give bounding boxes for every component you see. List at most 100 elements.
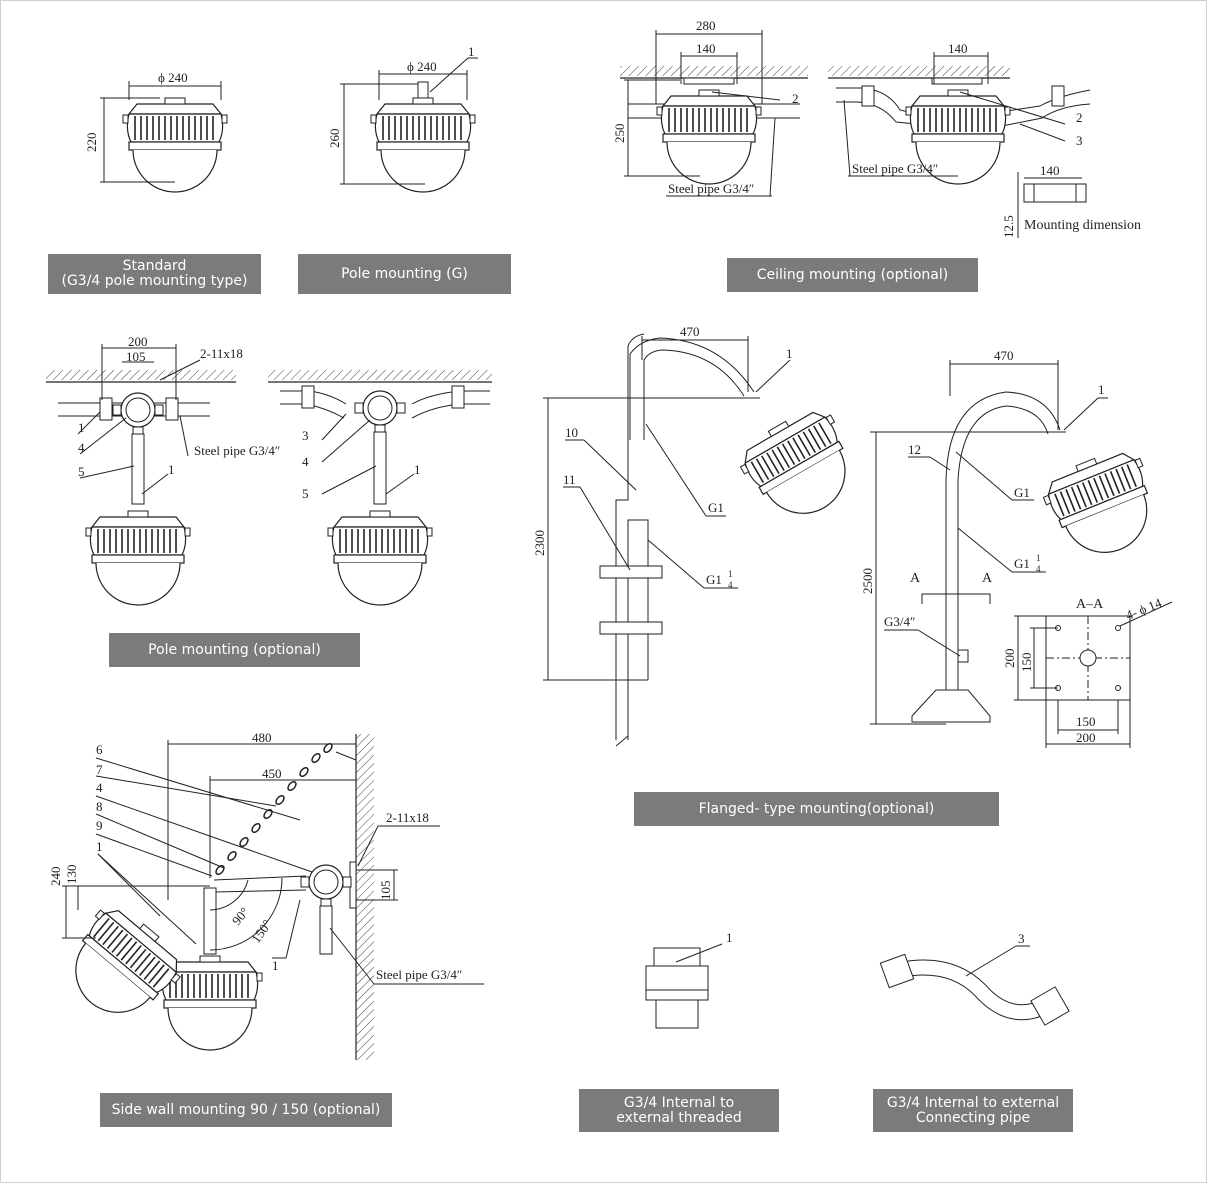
callout-3-ceiling-2: 3 (1076, 133, 1083, 148)
callout-1-pole-g: 1 (468, 44, 475, 59)
caption-pole-g-text: Pole mounting (G) (341, 265, 468, 282)
steel-pipe-ceiling-2: Steel pipe G3/4″ (852, 161, 938, 176)
caption-pole-optional-text: Pole mounting (optional) (148, 641, 321, 658)
dim-105-sidewall: 105 (378, 881, 393, 901)
dim-phi240-standard: ϕ 240 (158, 70, 188, 85)
g1-flanged-2: G1 (1014, 485, 1030, 500)
dim-140-mount: 140 (1040, 163, 1060, 178)
callout-10: 10 (565, 425, 578, 440)
steel-pipe-ceiling: Steel pipe G3/4″ (668, 181, 754, 196)
callout-12: 12 (908, 442, 921, 457)
dim-250: 250 (612, 124, 627, 144)
callout-1-flanged: 1 (786, 346, 793, 361)
angle-90: 90° (229, 904, 252, 928)
callout-2-ceiling: 2 (792, 91, 799, 106)
callout-9: 9 (96, 818, 103, 833)
frac-num-flanged: 1 (728, 569, 733, 579)
caption-threaded-line2: external threaded (616, 1109, 742, 1126)
dim-470-flanged-2: 470 (994, 348, 1014, 363)
holes-sidewall: 2-11x18 (386, 810, 429, 825)
callout-2-ceiling-2: 2 (1076, 110, 1083, 125)
dim-280: 280 (696, 18, 716, 33)
caption-sidewall-text: Side wall mounting 90 / 150 (optional) (111, 1101, 381, 1118)
callout-5-pole-2: 5 (302, 486, 309, 501)
caption-standard: Standard (G3/4 pole mounting type) (48, 254, 261, 294)
fitting-threaded-drawing: 1 (645, 930, 733, 1029)
caption-connecting-pipe: G3/4 Internal to external Connecting pip… (873, 1089, 1073, 1132)
sidewall-drawing: 480 450 6 7 4 8 9 1 240 130 90° 150° 1 S… (48, 730, 484, 1060)
dim-200-aa-h: 200 (1076, 730, 1096, 745)
dim-2300: 2300 (532, 530, 547, 556)
callout-1-flanged-2: 1 (1098, 382, 1105, 397)
flanged-drawing: 470 2300 1 10 11 G1 G1 1 4 470 2500 (532, 324, 1173, 748)
dim-105-pole: 105 (126, 349, 146, 364)
dim-140-ceiling: 140 (696, 41, 716, 56)
standard-drawing: ϕ 240 220 (84, 70, 228, 193)
callout-1-pole-b: 1 (168, 462, 175, 477)
caption-flanged: Flanged- type mounting(optional) (634, 792, 999, 826)
callout-1-fitting: 1 (726, 930, 733, 945)
caption-connecting-pipe-line2: Connecting pipe (915, 1109, 1031, 1126)
section-a-left: A (910, 571, 921, 586)
callout-1-sidewall: 1 (96, 839, 103, 854)
callout-3-pole-2: 3 (302, 428, 309, 443)
g34-label: G3/4″ (884, 614, 915, 629)
dim-phi240-pole: ϕ 240 (407, 59, 437, 74)
steel-pipe-pole: Steel pipe G3/4″ (194, 443, 280, 458)
caption-standard-line2: (G3/4 pole mounting type) (61, 273, 248, 289)
angle-150: 150° (248, 917, 274, 946)
ceiling-drawing: 280 140 250 2 Steel pipe G3/4″ 140 2 3 (612, 18, 1141, 238)
dim-2500: 2500 (860, 568, 875, 594)
caption-ceiling: Ceiling mounting (optional) (727, 258, 978, 292)
callout-7: 7 (96, 762, 103, 777)
dim-200-pole: 200 (128, 334, 148, 349)
callout-4-pole: 4 (78, 440, 85, 455)
dim-450: 450 (262, 766, 282, 781)
callout-1-pole-a: 1 (78, 420, 85, 435)
g1q-flanged: G1 (706, 572, 722, 587)
callout-1-sidewall-b: 1 (272, 958, 279, 973)
frac-den-flanged: 4 (728, 580, 733, 590)
steel-pipe-sidewall: Steel pipe G3/4″ (376, 967, 462, 982)
pole-g-drawing: ϕ 240 260 1 (327, 44, 478, 193)
caption-pole-optional: Pole mounting (optional) (109, 633, 360, 667)
dim-130-sidewall: 130 (64, 865, 79, 885)
g1-flanged: G1 (708, 500, 724, 515)
dim-150-aa-v: 150 (1019, 653, 1034, 673)
section-aa: A–A (1076, 597, 1104, 612)
dim-240-sidewall: 240 (48, 867, 63, 887)
callout-6: 6 (96, 742, 103, 757)
frac-den-flanged-2: 4 (1036, 564, 1041, 574)
pole-optional-drawing: 200 105 2-11x18 1 4 5 1 Steel pipe G3/4″… (46, 334, 492, 606)
dim-200-aa: 200 (1002, 649, 1017, 669)
caption-pole-g: Pole mounting (G) (298, 254, 511, 294)
holes-4-phi14: 4- ϕ 14 (1124, 595, 1165, 623)
dim-12-5: 12.5 (1001, 215, 1016, 238)
caption-threaded-line1: G3/4 Internal to (623, 1094, 735, 1111)
callout-4-pole-2: 4 (302, 454, 309, 469)
caption-threaded: G3/4 Internal to external threaded (579, 1089, 779, 1132)
dim-150-aa-h: 150 (1076, 714, 1096, 729)
dim-260: 260 (327, 129, 342, 149)
dim-220: 220 (84, 133, 99, 153)
frac-num-flanged-2: 1 (1036, 553, 1041, 563)
holes-pole: 2-11x18 (200, 346, 243, 361)
callout-1-pole-2: 1 (414, 462, 421, 477)
caption-connecting-pipe-line1: G3/4 Internal to external (886, 1094, 1060, 1111)
dim-480: 480 (252, 730, 272, 745)
callout-3-fitting: 3 (1018, 931, 1025, 946)
callout-4-sidewall: 4 (96, 780, 103, 795)
caption-ceiling-text: Ceiling mounting (optional) (756, 266, 949, 283)
g1q-flanged-2: G1 (1014, 556, 1030, 571)
caption-standard-line1: Standard (122, 258, 187, 274)
fitting-pipe-drawing: 3 (879, 931, 1070, 1026)
dim-140-ceiling-2: 140 (948, 41, 968, 56)
callout-11: 11 (563, 472, 576, 487)
caption-sidewall: Side wall mounting 90 / 150 (optional) (100, 1093, 392, 1127)
mounting-dimension: Mounting dimension (1024, 218, 1141, 233)
section-a-right: A (982, 571, 993, 586)
dim-470-flanged: 470 (680, 324, 700, 339)
caption-flanged-text: Flanged- type mounting(optional) (698, 800, 935, 817)
callout-5-pole: 5 (78, 464, 85, 479)
